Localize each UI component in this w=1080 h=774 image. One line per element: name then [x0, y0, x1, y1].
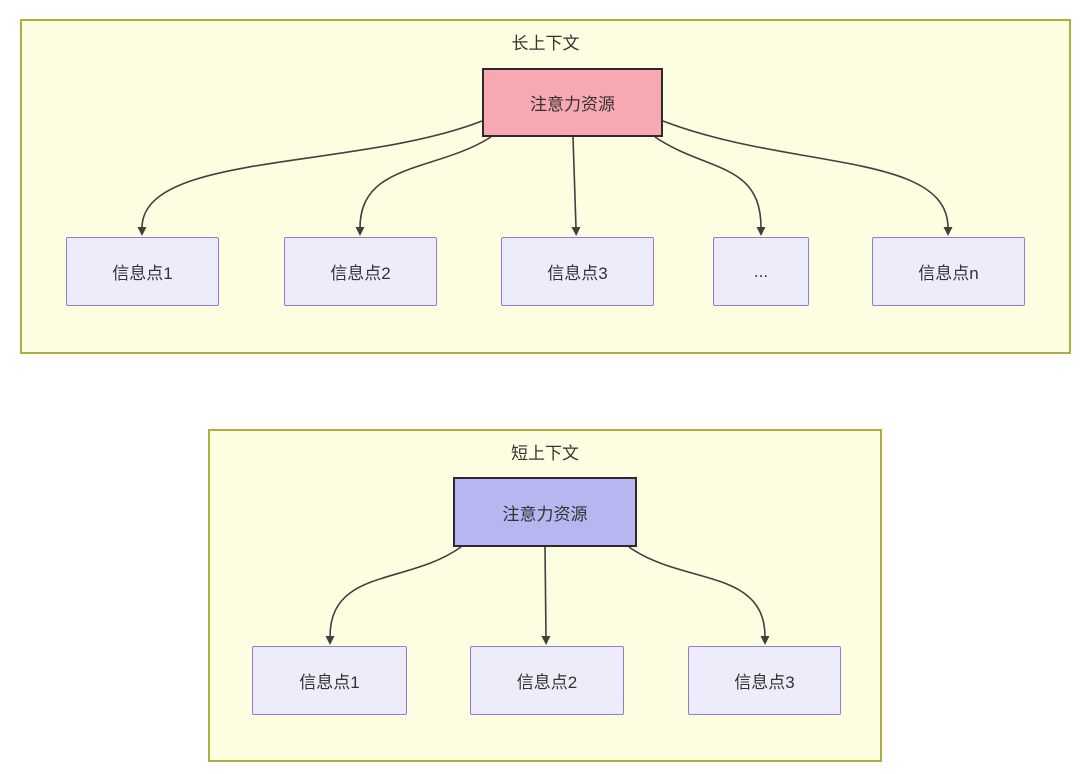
info-point-box-1-short: 信息点1: [252, 646, 407, 715]
info-point-box-n-long: 信息点n: [872, 237, 1025, 306]
info-point-box-3-long: 信息点3: [501, 237, 654, 306]
info-point-box-2-long: 信息点2: [284, 237, 437, 306]
short-context-title: 短上下文: [511, 444, 579, 463]
info-point-box-1-long: 信息点1: [66, 237, 219, 306]
info-point-box-2-short: 信息点2: [470, 646, 624, 715]
info-point-box-3-short: 信息点3: [688, 646, 841, 715]
info-point-box-ellipsis-long: ...: [713, 237, 809, 306]
long-context-title: 长上下文: [511, 34, 580, 53]
attention-resource-box-long: 注意力资源: [482, 68, 663, 137]
attention-resource-box-short: 注意力资源: [453, 477, 637, 547]
